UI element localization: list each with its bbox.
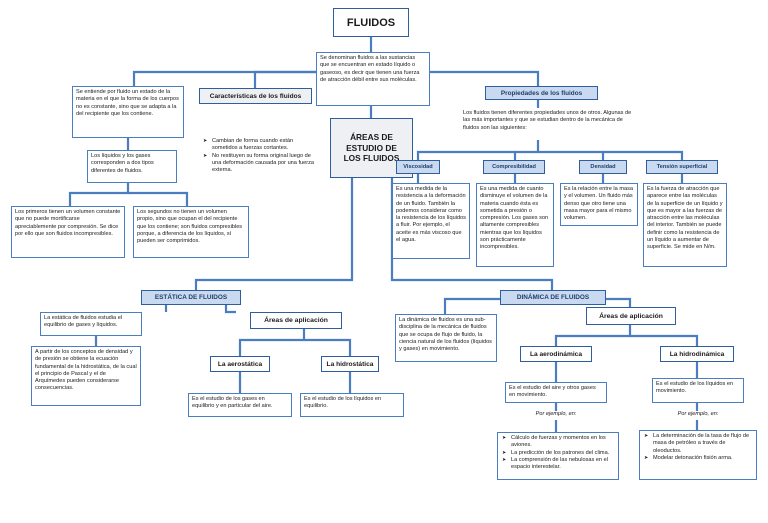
- hydrostatics-desc: Es el estudio de los líquidos en equilib…: [300, 393, 404, 417]
- property-viscosity-desc: Es una medida de la resistencia a la def…: [392, 183, 470, 259]
- page-title: FLUIDOS: [333, 8, 409, 37]
- hydrodynamics-desc: Es el estudio de los líquidos en movimie…: [652, 378, 744, 403]
- hydrodynamics-examples: La determinación de la tasa de flujo de …: [639, 430, 757, 480]
- properties-intro: Los fluidos tienen diferentes propiedade…: [460, 108, 640, 140]
- statics-description: La estática de fluidos estudia el equili…: [40, 312, 142, 336]
- statics-areas-header: Áreas de aplicación: [250, 312, 342, 329]
- property-surface-tension-header: Tensión superficial: [646, 160, 718, 174]
- liquids-description: Los primeros tienen un volumen constante…: [11, 206, 125, 258]
- properties-header: Propiedades de los fluidos: [485, 86, 598, 100]
- dynamics-header: DINÁMICA DE FLUIDOS: [500, 290, 606, 305]
- aerodynamics-desc: Es el estudio del aire y otros gases en …: [505, 382, 607, 403]
- two-types-note: Los líquidos y los gases corresponden a …: [87, 150, 177, 183]
- aerodynamics-examples: Cálculo de fuerzas y momentos en los avi…: [497, 432, 619, 480]
- aerostatics-desc: Es el estudio de los gases en equilibrio…: [188, 393, 292, 417]
- statics-header: ESTÁTICA DE FLUIDOS: [141, 290, 241, 305]
- hydrodynamics-example-label: Por ejemplo, en:: [677, 411, 719, 417]
- hydrodynamics-header: La hidrodinámica: [660, 346, 734, 362]
- aerodynamics-example-item: La comprensión de las nebulosas en el es…: [502, 457, 615, 472]
- aerodynamics-example-item: La predicción de los patrones del clima.: [502, 450, 615, 458]
- dynamics-areas-header: Áreas de aplicación: [586, 307, 676, 325]
- property-compressibility-header: Compresibilidad: [483, 160, 545, 174]
- aerodynamics-example-label: Por ejemplo, en:: [535, 411, 577, 417]
- study-areas-header: ÁREAS DE ESTUDIO DE LOS FLUIDOS: [330, 118, 413, 178]
- hydrostatics-header: La hidrostática: [321, 356, 379, 372]
- property-compressibility-desc: Es una medida de cuanto disminuye el vol…: [476, 183, 554, 267]
- property-density-desc: Es la relación entre la masa y el volume…: [560, 183, 638, 226]
- gases-description: Los segundos no tienen un volumen propio…: [133, 206, 249, 258]
- aerodynamics-header: La aerodinámica: [520, 346, 592, 362]
- fluid-state-description: Se entiende por fluido un estado de la m…: [72, 86, 184, 138]
- characteristic-item: No restituyen su forma original luego de…: [203, 153, 320, 175]
- statics-detail: A partir de los conceptos de densidad y …: [31, 346, 141, 406]
- fluids-definition: Se denominan fluidos a las sustancias qu…: [316, 52, 430, 106]
- hydrodynamics-example-item: La determinación de la tasa de flujo de …: [644, 433, 753, 455]
- characteristic-item: Cambian de forma cuando están sometidos …: [203, 138, 320, 153]
- property-viscosity-header: Viscosidad: [396, 160, 440, 174]
- characteristics-list: Cambian de forma cuando están sometidos …: [199, 136, 323, 184]
- aerostatics-header: La aerostática: [210, 356, 270, 372]
- property-surface-tension-desc: Es la fuerza de atracción que aparece en…: [643, 183, 727, 267]
- property-density-header: Densidad: [579, 160, 627, 174]
- hydrodynamics-example-item: Modelar detonación fisión arma.: [644, 455, 753, 463]
- aerodynamics-example-item: Cálculo de fuerzas y momentos en los avi…: [502, 435, 615, 450]
- dynamics-description: La dinámica de fluidos es una sub-discip…: [395, 314, 497, 362]
- characteristics-header: Características de los fluidos: [199, 88, 312, 104]
